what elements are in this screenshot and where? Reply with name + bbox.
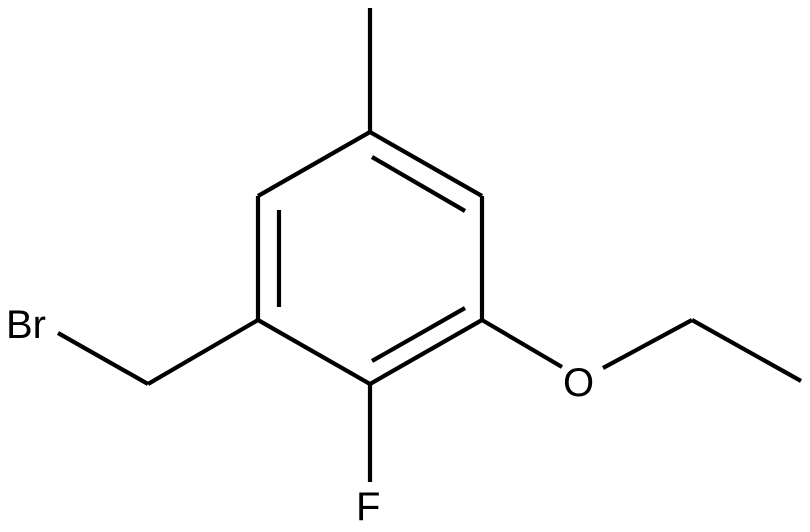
ring-bond-top-left bbox=[256, 130, 372, 198]
fluorine-label: F bbox=[356, 485, 380, 529]
oxygen-label: O bbox=[563, 361, 594, 405]
ch2-bond bbox=[146, 318, 260, 386]
benzene-ring bbox=[255, 130, 485, 386]
ring-bond-bottom-right bbox=[368, 318, 484, 386]
ring-bond-top-right-inner bbox=[370, 155, 467, 213]
bromine-label: Br bbox=[6, 303, 46, 347]
ethyl-ch3-bond bbox=[690, 318, 803, 383]
ring-bond-bottom-left bbox=[256, 318, 372, 386]
c-br-bond bbox=[56, 331, 150, 386]
o-ch2-bond bbox=[602, 318, 693, 370]
ring-bond-top-right bbox=[368, 130, 484, 198]
ring-bond-bottom-right-inner bbox=[370, 306, 467, 363]
c-o-bond bbox=[480, 318, 564, 369]
